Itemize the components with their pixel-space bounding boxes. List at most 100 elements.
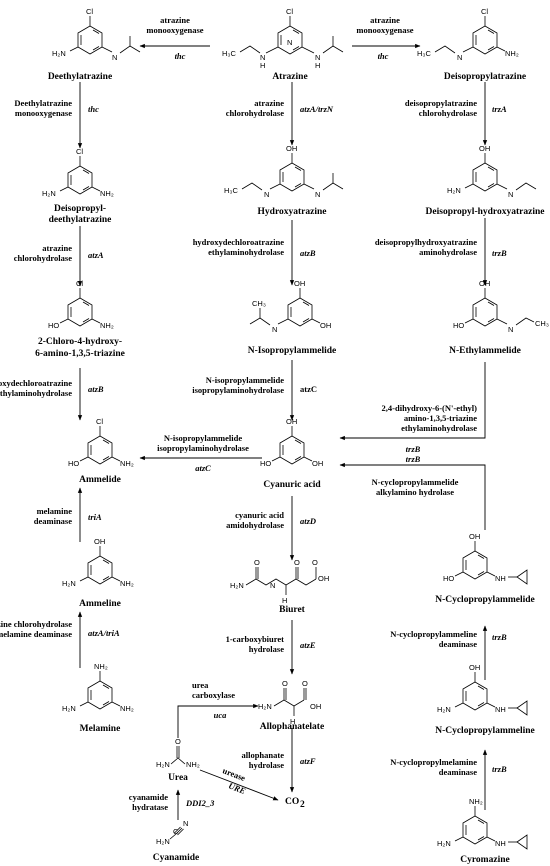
enzyme-1-carboxybiuret-hydrolase: 1-carboxybiuret — [226, 634, 285, 644]
enzyme-atrazine-monooxygenase-right-2: monooxygenase — [356, 25, 413, 35]
structure-ammelide: Cl HO NH₂ — [68, 417, 134, 468]
enzyme-atrazine-chlorohydrolase-b-2: chlorohydrolase — [14, 253, 72, 263]
svg-text:H: H — [290, 717, 295, 726]
svg-text:N: N — [183, 819, 188, 828]
svg-text:OH: OH — [286, 144, 297, 153]
svg-text:OH: OH — [286, 417, 297, 426]
gene-atzA-trzN: atzA/trzN — [300, 104, 334, 114]
svg-text:N: N — [508, 190, 513, 199]
svg-text:NH: NH — [495, 705, 506, 714]
enzyme-n-cyclopropylammelide-alkylamino: N-cyclopropylammelide — [372, 477, 459, 487]
label-ammeline: Ammeline — [79, 599, 121, 609]
gene-triA: triA — [88, 512, 102, 522]
gene-DDI2-3: DDI2_3 — [185, 798, 215, 808]
svg-text:O: O — [302, 679, 308, 688]
structure-deisopropyl-deethylatrazine: Cl H₂N NH₂ — [42, 147, 114, 198]
svg-text:H₂N: H₂N — [156, 837, 170, 846]
label-deisopropyl-hydroxyatrazine: Deisopropyl-hydroxyatrazine — [426, 207, 545, 217]
svg-text:NH₂: NH₂ — [100, 321, 114, 330]
enzyme-n-cyclopropylammeline-deaminase: N-cyclopropylammeline — [390, 629, 477, 639]
enzyme-atrazine-chlorohydrolase: atrazine — [254, 98, 284, 108]
label-deisopropyl-deethylatrazine-2: deethylatrazine — [49, 215, 112, 225]
structure-cyanamide: H₂N C N — [156, 819, 188, 846]
svg-text:NH: NH — [495, 839, 506, 848]
structure-hydroxyatrazine: OH N N H₃C — [224, 144, 344, 199]
enzyme-atrazine-monooxygenase-right: atrazine — [370, 15, 400, 25]
enzyme-n-isopropylammelide: N-isopropylammelide — [206, 375, 284, 385]
arrow-urea-to-allophanatelate — [177, 703, 259, 738]
enzyme-n-isopropylammelide-left-2: isopropylaminohydrolase — [157, 443, 249, 453]
svg-text:N: N — [260, 53, 265, 62]
reaction-arrows — [77, 43, 488, 820]
svg-text:N: N — [508, 325, 513, 334]
label-urea: Urea — [168, 773, 188, 783]
gene-trzA: trzA — [492, 104, 507, 114]
svg-text:Cl: Cl — [481, 7, 488, 16]
enzyme-n-cyclopropylammelide-alkylamino-2: alkylamino hydrolase — [376, 487, 454, 497]
enzyme-n-cyclopropylammeline-deaminase-2: deaminase — [439, 639, 477, 649]
svg-text:H₃C: H₃C — [224, 186, 238, 195]
svg-text:NH₂: NH₂ — [469, 797, 483, 806]
svg-text:H₂N: H₂N — [62, 579, 76, 588]
gene-trzB-melamine: trzB — [492, 764, 507, 774]
svg-text:NH₂: NH₂ — [100, 189, 114, 198]
structure-allophanatelate: H₂N O H O OH — [258, 679, 321, 726]
svg-text:OH: OH — [469, 532, 480, 541]
svg-text:NH₂: NH₂ — [94, 662, 108, 671]
enzyme-atrazine-chlorohydrolase-b: atrazine — [42, 243, 72, 253]
gene-atzD: atzD — [300, 516, 316, 526]
gene-trzB-dihydroxy: trzB — [406, 444, 421, 454]
svg-text:Cl: Cl — [286, 7, 293, 16]
svg-text:H₂N: H₂N — [52, 49, 66, 58]
label-atrazine: Atrazine — [272, 72, 307, 82]
svg-text:HO: HO — [260, 459, 271, 468]
svg-text:H₂N: H₂N — [156, 760, 170, 769]
enzyme-allophanate-hydrolase-2: hydrolase — [249, 760, 284, 770]
enzyme-labels: atrazine monooxygenase thc atrazine mono… — [0, 15, 507, 812]
label-allophanatelate: Allophanatelate — [260, 722, 324, 732]
svg-text:2: 2 — [300, 800, 305, 810]
svg-text:OH: OH — [310, 702, 321, 711]
enzyme-hydroxydechloroatrazine-ethylaminohydrolase: hydroxydechloroatrazine — [193, 237, 285, 247]
svg-text:Cl: Cl — [86, 7, 93, 16]
gene-atzC-center: atzC — [300, 384, 317, 394]
svg-text:H₂N: H₂N — [437, 839, 451, 848]
gene-atzA: atzA — [88, 250, 104, 260]
svg-text:H: H — [315, 61, 320, 70]
svg-text:OH: OH — [294, 279, 305, 288]
label-deisopropylatrazine: Deisopropylatrazine — [444, 72, 526, 82]
enzyme-melamine-deaminase-2: deaminase — [34, 516, 72, 526]
structure-cyanuric-acid: OH HO OH — [260, 417, 323, 468]
svg-text:OH: OH — [320, 321, 331, 330]
enzyme-deisopropylatrazine-chlorohydrolase-2: chlorohydrolase — [419, 108, 477, 118]
svg-text:HO: HO — [68, 459, 79, 468]
svg-text:NH: NH — [495, 574, 506, 583]
label-deisopropyl-deethylatrazine: Deisopropyl- — [54, 204, 106, 214]
label-cyanuric-acid: Cyanuric acid — [263, 480, 321, 490]
enzyme-atrazine-chlorohydrolase-melamine: atrazine chlorohydrolase — [0, 619, 72, 629]
svg-text:O: O — [282, 679, 288, 688]
svg-text:NH₂: NH₂ — [186, 760, 200, 769]
svg-text:CH₃: CH₃ — [535, 319, 549, 328]
label-melamine: Melamine — [80, 724, 121, 734]
structure-deethylatrazine: Cl H₂N N — [52, 7, 141, 62]
svg-text:HO: HO — [453, 321, 464, 330]
svg-text:NH₂: NH₂ — [120, 459, 134, 468]
label-n-isopropylammelide: N-Isopropylammelide — [248, 346, 337, 356]
svg-text:Cl: Cl — [76, 279, 83, 288]
structure-ammeline: OH H₂N NH₂ — [62, 537, 134, 588]
structure-n-cyclopropylammelide: OH HO NH — [443, 532, 528, 585]
svg-text:H₂N: H₂N — [437, 705, 451, 714]
enzyme-hydroxydechloroatrazine-left-2: ethylaminohydrolase — [0, 388, 72, 398]
svg-text:C: C — [173, 827, 179, 836]
enzyme-urea-carboxylase: urea — [192, 680, 209, 690]
label-n-cyclopropylammelide: N-Cyclopropylammelide — [435, 595, 535, 605]
enzyme-allophanate-hydrolase: allophanate — [241, 750, 284, 760]
gene-URE: URE — [227, 780, 247, 796]
enzyme-1-carboxybiuret-hydrolase-2: hydrolase — [249, 644, 284, 654]
svg-text:N: N — [264, 190, 269, 199]
enzyme-atrazine-monooxygenase-left-2: monooxygenase — [146, 25, 203, 35]
enzyme-deisopropylatrazine-chlorohydrolase: deisopropylatrazine — [405, 98, 477, 108]
structure-chloro-hydroxy-amino-triazine: Cl HO NH₂ — [48, 279, 114, 330]
arrow-n-ethylammelide-to-cyanuric — [339, 362, 486, 441]
